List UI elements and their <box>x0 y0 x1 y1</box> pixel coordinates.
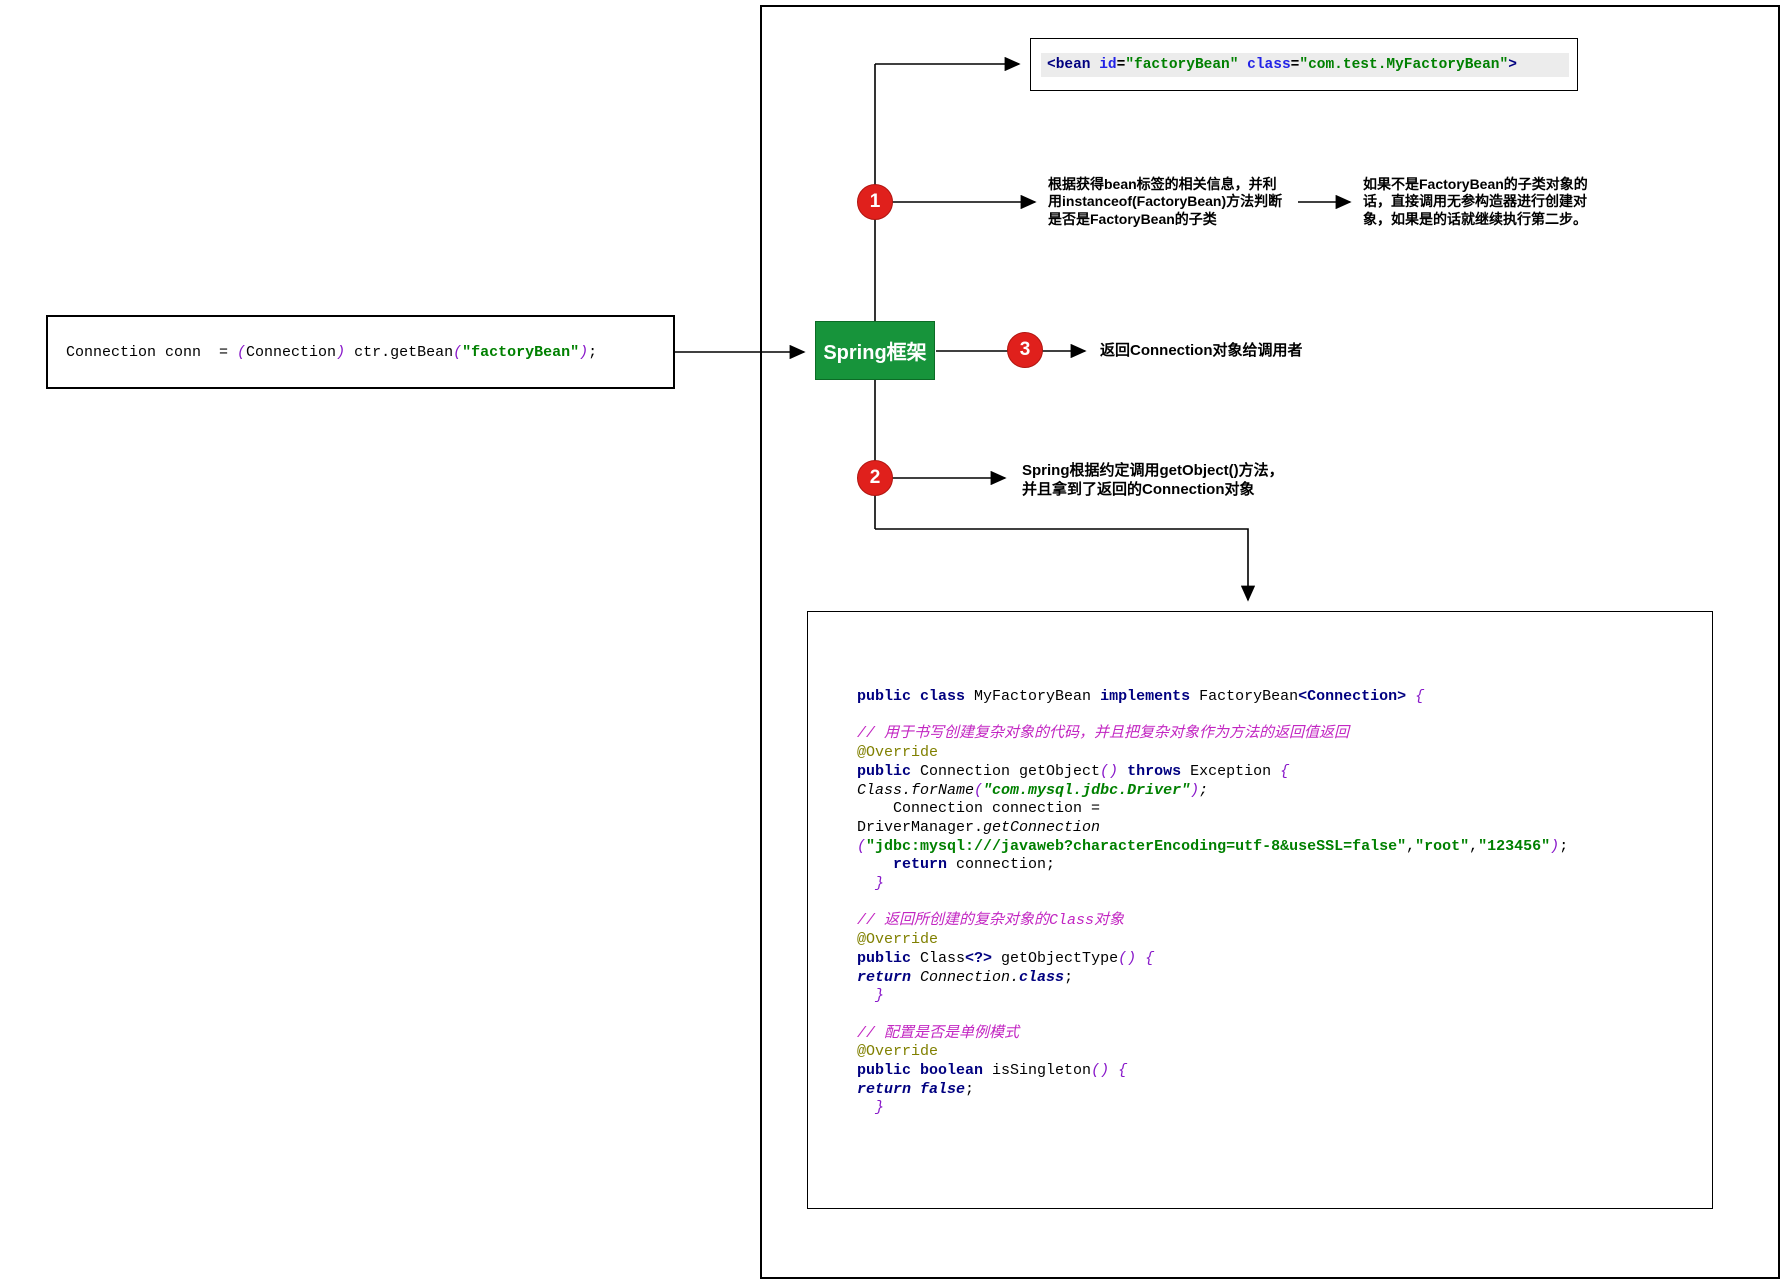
note-line: Spring根据约定调用getObject()方法， <box>1022 462 1284 479</box>
client-code-line: Connection conn = (Connection) ctr.getBe… <box>66 343 598 361</box>
code-line: ("jdbc:mysql:///javaweb?characterEncodin… <box>857 837 1569 855</box>
code-line: return Connection.class; <box>857 968 1074 986</box>
spring-framework-box: Spring框架 <box>815 321 935 380</box>
step-1-number: 1 <box>869 191 881 212</box>
code-line: @Override <box>857 931 939 949</box>
step-2-number: 2 <box>869 467 881 488</box>
client-code-box: Connection conn = (Connection) ctr.getBe… <box>46 315 675 389</box>
step-3-badge: 3 <box>1007 332 1043 368</box>
code-line: // 配置是否是单例模式 <box>857 1024 1020 1042</box>
code-line: Connection connection = <box>857 800 1101 818</box>
step-3-number: 3 <box>1019 339 1031 360</box>
code-line: } <box>857 987 885 1005</box>
outer-frame <box>760 5 1780 1279</box>
step-3-note: 返回Connection对象给调用者 <box>1100 342 1303 359</box>
note-line: 话，直接调用无参构造器进行创建对 <box>1363 193 1587 210</box>
code-line: } <box>857 1099 885 1117</box>
code-line: public Class<?> getObjectType() { <box>857 949 1155 967</box>
step-1-badge: 1 <box>857 184 893 220</box>
code-line <box>857 1006 1698 1025</box>
note-line: 用instanceof(FactoryBean)方法判断 <box>1048 193 1283 210</box>
code-line: public class MyFactoryBean implements Fa… <box>857 688 1425 705</box>
step-2-badge: 2 <box>857 460 893 496</box>
code-line: return false; <box>857 1080 975 1098</box>
note-line: 并且拿到了返回的Connection对象 <box>1022 481 1255 498</box>
code-line: DriverManager.getConnection <box>857 818 1101 836</box>
code-line: public boolean isSingleton() { <box>857 1062 1128 1080</box>
note-line: 如果不是FactoryBean的子类对象的 <box>1363 176 1588 192</box>
note-line: 根据获得bean标签的相关信息，并利 <box>1048 176 1277 192</box>
code-line <box>857 894 1698 913</box>
code-line: return connection; <box>893 856 1056 874</box>
note-line: 是否是FactoryBean的子类 <box>1048 210 1217 227</box>
code-line <box>857 707 1698 726</box>
code-line: // 返回所创建的复杂对象的Class对象 <box>857 912 1125 930</box>
code-line: Class.forName("com.mysql.jdbc.Driver"); <box>857 781 1209 799</box>
note-line: 象，如果是的话就继续执行第二步。 <box>1363 210 1587 227</box>
step-2-note: Spring根据约定调用getObject()方法， 并且拿到了返回的Connec… <box>1022 461 1284 499</box>
bean-xml-box: <bean id="factoryBean" class="com.test.M… <box>1030 38 1578 91</box>
code-line: public Connection getObject() throws Exc… <box>857 762 1290 780</box>
step-1-note-right: 如果不是FactoryBean的子类对象的话，直接调用无参构造器进行创建对象，如… <box>1363 176 1615 228</box>
code-line: @Override <box>857 1043 939 1061</box>
step-1-note-middle: 根据获得bean标签的相关信息，并利用instanceof(FactoryBea… <box>1048 176 1304 228</box>
code-line: // 用于书写创建复杂对象的代码，并且把复杂对象作为方法的返回值返回 <box>857 725 1350 743</box>
code-line: } <box>857 875 885 893</box>
spring-framework-label: Spring框架 <box>823 342 927 364</box>
factory-bean-code-box: public class MyFactoryBean implements Fa… <box>807 611 1713 1209</box>
code-line: @Override <box>857 744 939 762</box>
bean-xml-line: <bean id="factoryBean" class="com.test.M… <box>1041 52 1569 77</box>
